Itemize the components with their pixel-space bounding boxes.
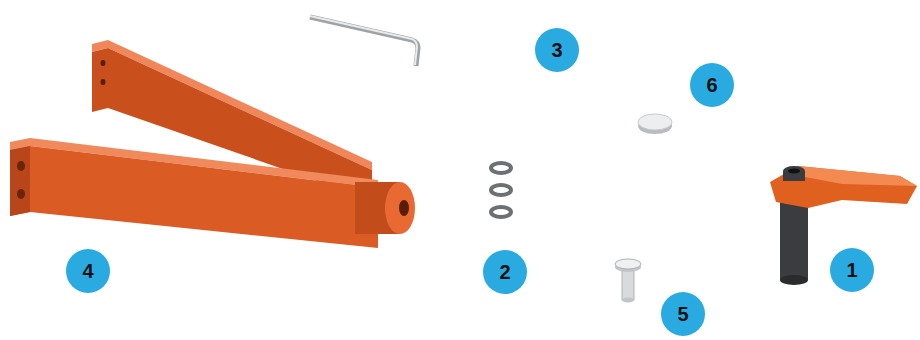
callout-label: 4 <box>82 261 93 281</box>
callout-number: 5 <box>661 292 705 336</box>
bracket-boss-face <box>385 182 415 234</box>
callout-number: 2 <box>483 250 527 294</box>
washers <box>491 163 511 217</box>
screw <box>615 259 641 303</box>
callout-number: 6 <box>690 63 734 107</box>
callout-label: 3 <box>551 40 562 60</box>
callout-label: 6 <box>706 75 717 95</box>
fork-bracket <box>10 40 415 248</box>
callout-number: 1 <box>830 248 874 292</box>
callout-number: 3 <box>535 28 579 72</box>
callout-label: 5 <box>677 304 688 324</box>
bracket-hole <box>17 189 25 199</box>
bracket-hole <box>101 79 106 85</box>
bracket-front-arm <box>10 146 378 248</box>
cap <box>638 114 672 134</box>
bracket-bore <box>399 200 409 216</box>
callout-number: 4 <box>66 249 110 293</box>
callout-label: 1 <box>846 260 857 280</box>
callout-label: 2 <box>499 262 510 282</box>
bracket-end-face <box>10 146 30 216</box>
bracket-hole <box>17 161 25 171</box>
bracket-hole <box>101 60 106 66</box>
hex-key <box>310 16 418 66</box>
